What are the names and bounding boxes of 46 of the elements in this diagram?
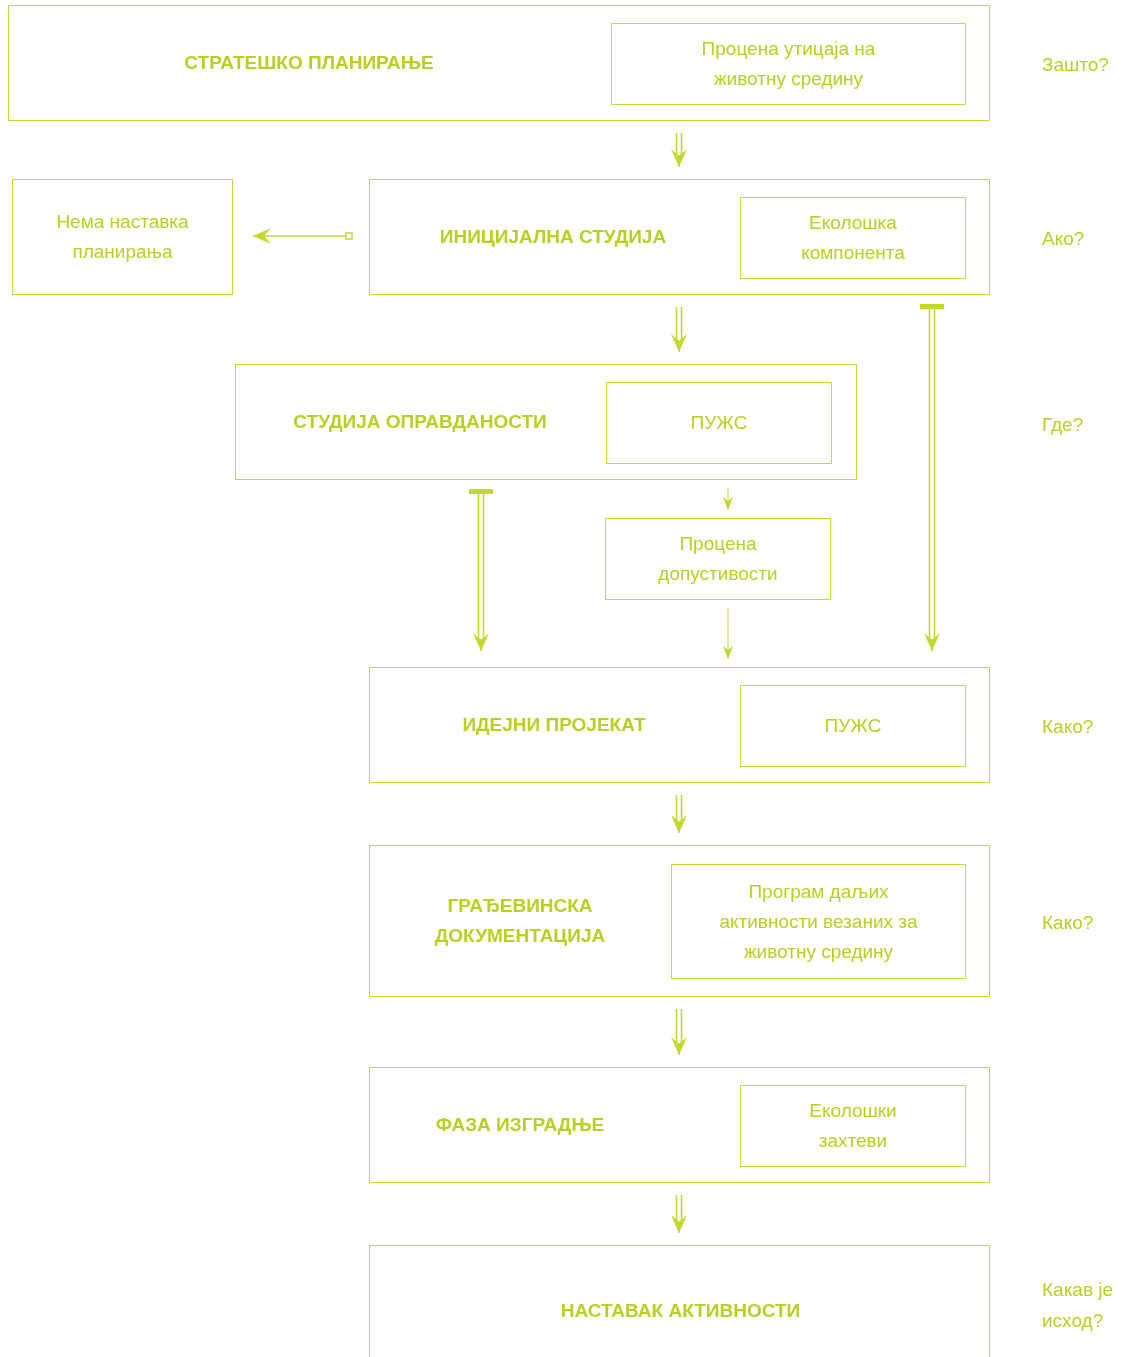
stage-box [235, 364, 857, 480]
box-text: Еколошка компонента [800, 211, 906, 265]
box-text: ПУЖС [689, 411, 749, 435]
arrow [252, 228, 353, 244]
box-text: Програм даљих активности везаних за животну средину [718, 879, 919, 964]
note-box [740, 1085, 966, 1167]
note-box [611, 23, 966, 105]
question-label: Како? [1042, 911, 1095, 935]
stage-title: СТУДИЈА ОПРАВДАНОСТИ [292, 410, 548, 434]
box-text: Процена допустивости [657, 532, 779, 586]
stage-title: ИНИЦИЈАЛНА СТУДИЈА [438, 225, 668, 249]
question-label: Ако? [1042, 227, 1086, 251]
note-box [606, 382, 832, 464]
arrow [723, 607, 733, 660]
arrow [671, 1194, 687, 1234]
stage-box [369, 179, 990, 295]
stage-box [369, 667, 990, 783]
question-label: Где? [1042, 413, 1085, 437]
note-box [740, 197, 966, 279]
note-box [671, 864, 966, 979]
question-label: Зашто? [1042, 53, 1110, 77]
stage-title: ГРАЂЕВИНСКА ДОКУМЕНТАЦИЈА [433, 894, 607, 948]
question-label: Какав је исход? [1042, 1278, 1115, 1333]
stage-box [8, 5, 990, 121]
box-text: Еколошки захтеви [808, 1099, 898, 1153]
arrow [671, 306, 687, 353]
stage-title: ФАЗА ИЗГРАДЊЕ [434, 1113, 606, 1137]
stage-box [369, 1067, 990, 1183]
arrow [469, 489, 493, 652]
box-text: Процена утицаја на животну средину [700, 37, 877, 91]
stage-title: СТРАТЕШКО ПЛАНИРАЊЕ [183, 51, 435, 75]
box-text: Нема наставка планирања [55, 210, 190, 264]
stage-box [369, 845, 990, 997]
stage-title: НАСТАВАК АКТИВНОСТИ [559, 1298, 802, 1323]
stage-title: ИДЕЈНИ ПРОЈЕКАТ [461, 713, 647, 737]
arrow [671, 1008, 687, 1056]
question-label: Како? [1042, 715, 1095, 739]
arrow [671, 794, 687, 834]
note-box [740, 685, 966, 767]
arrow [671, 132, 687, 168]
arrow [723, 487, 733, 511]
stage-box [369, 1245, 990, 1357]
note-box [12, 179, 233, 295]
arrow [920, 304, 944, 652]
note-box [605, 518, 831, 600]
box-text: ПУЖС [823, 714, 883, 738]
